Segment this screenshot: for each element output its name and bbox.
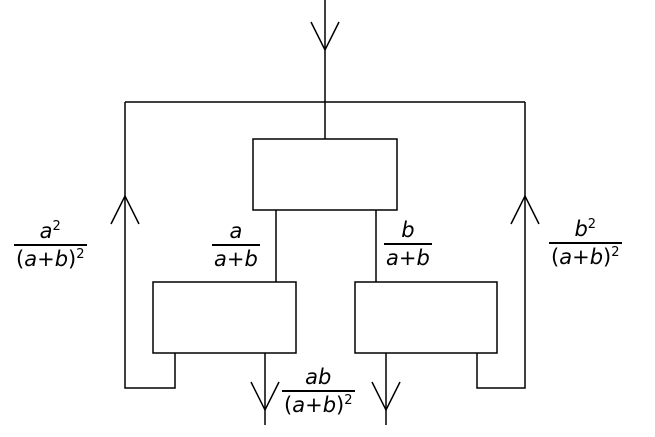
left-loop-arrow-head <box>110 194 140 225</box>
right-branch-label: b a+b <box>384 218 432 270</box>
right-loop-label: b2 (a+b)2 <box>549 217 622 269</box>
left-loop-line <box>124 102 176 389</box>
input-arrow-head <box>310 21 340 52</box>
right-loop-arrow-head <box>510 194 540 225</box>
left-output-arrow-head <box>250 381 280 412</box>
top-box <box>252 138 398 211</box>
bottom-output-label: ab (a+b)2 <box>282 365 355 417</box>
left-branch-label: a a+b <box>212 219 260 271</box>
right-box <box>354 281 498 354</box>
left-box <box>152 281 297 354</box>
right-loop-line <box>476 102 526 389</box>
right-output-arrow-head <box>371 381 401 412</box>
left-loop-label: a2 (a+b)2 <box>14 219 87 271</box>
